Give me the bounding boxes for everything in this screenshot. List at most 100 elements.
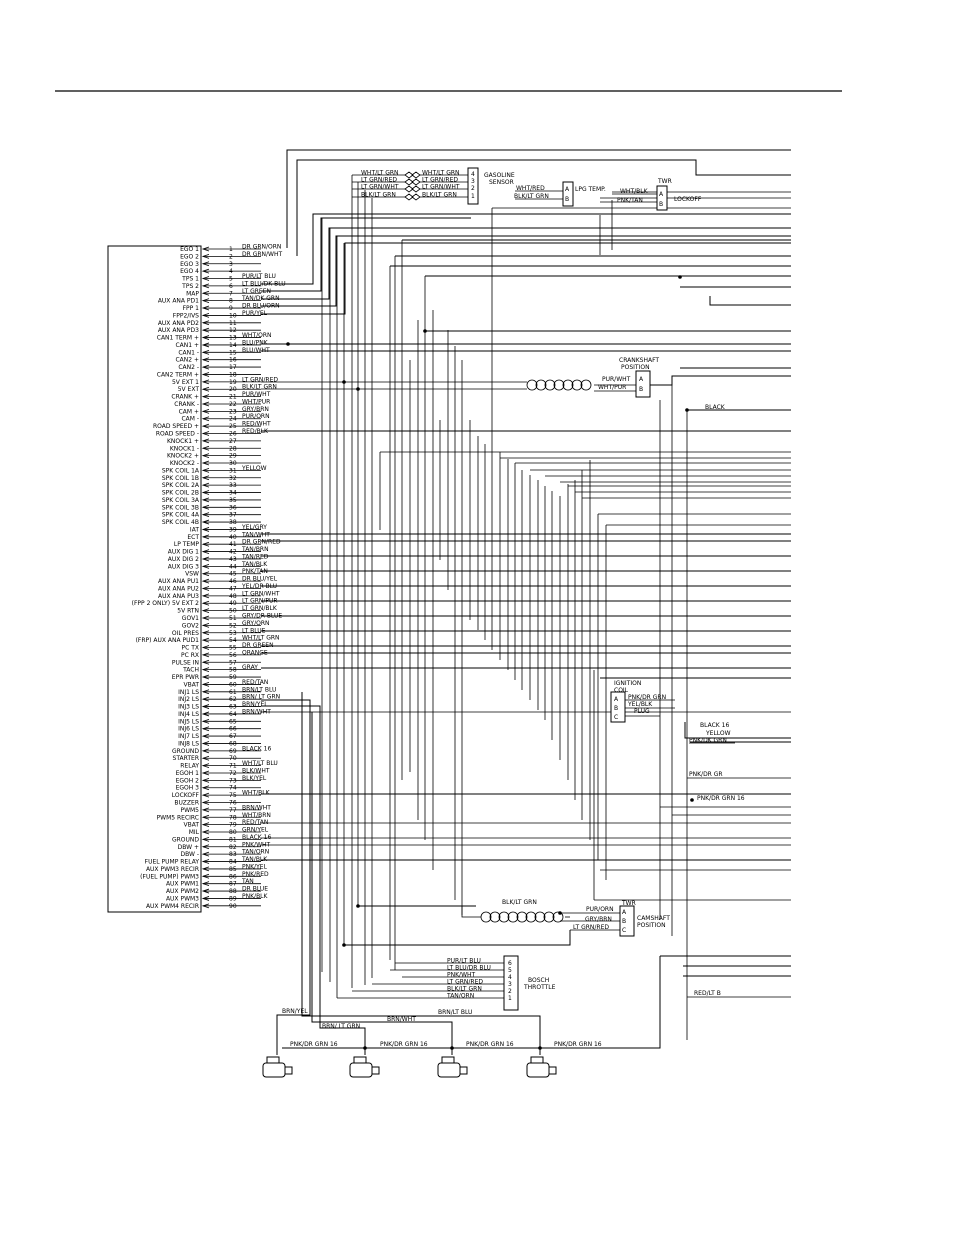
ecm-pin-name: VSW xyxy=(185,571,199,578)
lockoff-wire-a: WHT/BLK xyxy=(620,188,649,195)
gasoline-pin: 3 xyxy=(471,178,475,185)
ecm-pin-name: AUX PWM1 xyxy=(166,881,199,888)
ecm-pin-wire-color: WHT/BRN xyxy=(242,812,271,819)
ecm-pin-number: 28 xyxy=(229,445,237,452)
ecm-pin-number: 31 xyxy=(229,467,237,474)
ecm-pin-number: 65 xyxy=(229,718,237,725)
right-label-pnk-dk-grn: PNK/DK GRN xyxy=(689,737,727,744)
ecm-pin-number: 67 xyxy=(229,733,237,740)
ecm-pin-number: 27 xyxy=(229,438,237,445)
ecm-pin-wire-color: LT GRN/RED xyxy=(242,376,278,383)
ecm-pin-name: GROUND xyxy=(172,748,199,755)
ecm-pin-number: 56 xyxy=(229,652,237,659)
ecm-pin-number: 16 xyxy=(229,357,237,364)
twisted-pair-loop xyxy=(571,379,583,391)
ecm-pin-number: 55 xyxy=(229,645,237,652)
ecm-connector-block xyxy=(107,245,202,913)
ecm-pin-name: PC RX xyxy=(181,652,199,659)
ecm-pin-name: FPP2/IVS xyxy=(173,312,199,319)
ecm-pin-number: 69 xyxy=(229,748,237,755)
ecm-pin-name: AUX DIG 2 xyxy=(168,556,199,563)
twisted-pair-loop xyxy=(535,379,547,391)
throttle-pin: 1 xyxy=(508,995,512,1002)
gasoline-left-wire: LT GRN/WHT xyxy=(361,184,399,191)
ecm-pin-number: 6 xyxy=(229,283,233,290)
ecm-pin-name: AUX ANA PD1 xyxy=(158,298,199,305)
lpg-temp-title: LPG TEMP. xyxy=(575,186,606,193)
ecm-pin-number: 44 xyxy=(229,563,237,570)
ecm-pin-number: 80 xyxy=(229,829,237,836)
ecm-pin-name: BUZZER xyxy=(174,800,199,807)
lockoff-wire-b: PNK/TAN xyxy=(617,197,643,204)
ecm-pin-name: EGOH 3 xyxy=(176,785,200,792)
ecm-pin-name: CAN2 - xyxy=(178,364,199,371)
lockoff-title: LOCKOFF xyxy=(674,196,702,203)
ecm-pin-number: 30 xyxy=(229,460,237,467)
lockoff-pin-a: A xyxy=(659,191,664,198)
ecm-pin-number: 58 xyxy=(229,667,237,674)
ecm-pin-name: GROUND xyxy=(172,836,199,843)
ecm-pin-number: 9 xyxy=(229,305,233,312)
camshaft-connector: TWR xyxy=(621,900,636,907)
ecm-pin-name: EGOH 1 xyxy=(176,770,200,777)
throttle-wire: LT BLU/DR BLU xyxy=(447,965,491,972)
ecm-pin-name: AUX PWM3 RECIR xyxy=(146,866,199,873)
ecm-pin-number: 37 xyxy=(229,512,237,519)
twisted-pair-loop xyxy=(543,911,555,923)
ecm-pin-number: 12 xyxy=(229,327,237,334)
ecm-pin-wire-color: BLK/WHT xyxy=(242,767,270,774)
ecm-pin-wire-color: WHT/LT BLU xyxy=(242,760,278,767)
ignition-coil: IGNITION COIL PNK/DR GRN YEL/BLK PLUG A … xyxy=(610,680,675,723)
ecm-pin-wire-color: DR GRN/RED xyxy=(242,539,281,546)
gasoline-left-wire: LT GRN/RED xyxy=(361,177,397,184)
ecm-pin-number: 48 xyxy=(229,593,237,600)
ecm-pin-wire-color: TAN/BRN xyxy=(241,546,269,553)
throttle-wire: PNK/WHT xyxy=(447,972,476,979)
ecm-pin-name: CAN2 + xyxy=(175,357,199,364)
ecm-pin-number: 24 xyxy=(229,416,237,423)
ecm-pin-wire-color: PNK/RED xyxy=(242,871,269,878)
ecm-pin-wire-color: DR BLU/YEL xyxy=(242,576,278,583)
ecm-pin-number: 66 xyxy=(229,726,237,733)
ecm-pin-number: 15 xyxy=(229,349,237,356)
ecm-pin-name: KNOCK1 - xyxy=(170,445,199,452)
ecm-pin-name: AUX ANA PD2 xyxy=(158,320,199,327)
ecm-pin-number: 41 xyxy=(229,541,237,548)
ecm-pin-number: 83 xyxy=(229,851,237,858)
ecm-pin-number: 79 xyxy=(229,822,237,829)
ecm-pin-wire-color: TAN xyxy=(241,878,254,885)
ecm-pin-name: (FUEL PUMP) PWM3 xyxy=(140,873,199,880)
ecm-pin-number: 46 xyxy=(229,578,237,585)
ecm-pin-name: AUX ANA PU1 xyxy=(158,578,199,585)
ecm-pin-wire-color: DR GRN/ORN xyxy=(242,244,281,251)
ignition-coil-wire-c: PLUG xyxy=(634,708,650,715)
ignition-coil-pin-c: C xyxy=(614,714,618,721)
throttle-pin: 2 xyxy=(508,988,512,995)
ecm-pin-name: ROAD SPEED - xyxy=(156,431,199,438)
injector-power-2: PNK/DR GRN 16 xyxy=(380,1041,428,1048)
ecm-pin-name: CAN1 - xyxy=(178,349,199,356)
connector-pin-icon xyxy=(404,178,421,186)
ecm-pin-wire-color: LT GRN/WHT xyxy=(242,590,280,597)
ecm-pin-number: 17 xyxy=(229,364,237,371)
ecm-pin-name: TACH xyxy=(182,667,199,674)
ecm-pin-name: EGO 1 xyxy=(180,246,199,253)
ecm-pin-number: 81 xyxy=(229,836,237,843)
twisted-pair-loop xyxy=(544,379,556,391)
ecm-pin-name: EPR PWR xyxy=(172,674,199,681)
gasoline-pin: 2 xyxy=(471,185,475,192)
twisted-pair-loop xyxy=(526,379,538,391)
ecm-pin-number: 71 xyxy=(229,763,237,770)
ecm-pin-number: 10 xyxy=(229,312,237,319)
twisted-pair-loop xyxy=(580,379,592,391)
injector-power-3: PNK/DR GRN 16 xyxy=(466,1041,514,1048)
ecm-pin-name: SPK COIL 3B xyxy=(162,504,199,511)
throttle-pin: 6 xyxy=(508,960,512,967)
lockoff-connector: TWR xyxy=(657,178,672,185)
ecm-pin-number: 21 xyxy=(229,394,237,401)
branch-wires xyxy=(261,191,791,998)
ecm-pin-name: INJ3 LS xyxy=(178,704,199,711)
twisted-pair-loop xyxy=(553,379,565,391)
